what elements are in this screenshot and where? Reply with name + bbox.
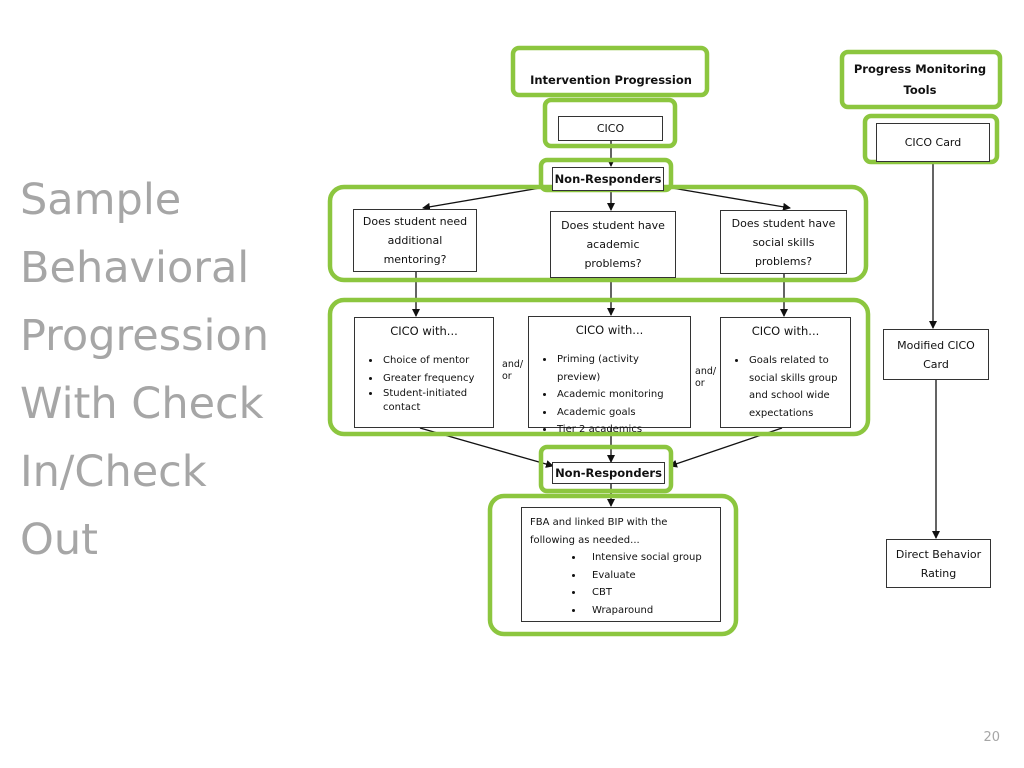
list-item: Tier 2 academics [555, 421, 682, 439]
fba-bip-intro: FBA and linked BIP with the following as… [530, 517, 668, 546]
option-mentoring-box: CICO with... Choice of mentor Greater fr… [354, 317, 494, 428]
frame-fba-bip [487, 493, 739, 637]
cico-box: CICO [558, 116, 663, 141]
and-or-label-1: and/ or [502, 359, 524, 382]
frame-intervention-header [510, 45, 710, 98]
non-responders-box-1: Non-Responders [552, 167, 664, 191]
list-item: Academic monitoring [555, 386, 682, 404]
list-item: Goals related to social skills group and… [747, 352, 842, 422]
list-item: Priming (activity preview) [555, 351, 682, 386]
progress-monitoring-tools-label: Progress Monitoring Tools [853, 62, 987, 97]
question-social-skills-box: Does student have social skills problems… [720, 210, 847, 274]
question-academic-box: Does student have academic problems? [550, 211, 676, 278]
and-or-label-2: and/ or [695, 366, 717, 389]
slide-title: Sample Behavioral Progression With Check… [20, 166, 310, 574]
progress-monitoring-tools-header: Progress Monitoring Tools [848, 58, 992, 102]
intervention-progression-header: Intervention Progression [518, 66, 704, 94]
fba-bip-box: FBA and linked BIP with the following as… [521, 507, 721, 622]
frame-tools-header [839, 49, 1003, 110]
non-responders-label-1: Non-Responders [554, 171, 662, 186]
option-social-skills-list: Goals related to social skills group and… [729, 352, 842, 422]
frame-cico [542, 97, 678, 149]
frame-non-responders-2 [538, 444, 674, 494]
cico-card-box: CICO Card [876, 123, 990, 162]
cico-card-label: CICO Card [904, 136, 962, 149]
option-mentoring-list: Choice of mentor Greater frequency Stude… [363, 352, 485, 415]
list-item: Intensive social group [584, 549, 712, 567]
arrow-nonresponders-to-q3 [671, 187, 791, 211]
modified-cico-card-label: Modified CICO Card [897, 338, 975, 371]
direct-behavior-rating-label: Direct Behavior Rating [895, 547, 982, 580]
non-responders-box-2: Non-Responders [552, 462, 665, 484]
list-item: Student-initiated contact [381, 387, 485, 415]
modified-cico-card-box: Modified CICO Card [883, 329, 989, 380]
option-academic-head: CICO with... [575, 323, 644, 337]
option-social-skills-box: CICO with... Goals related to social ski… [720, 317, 851, 428]
cico-label: CICO [596, 122, 625, 135]
list-item: Wraparound [584, 602, 712, 620]
frame-cico-card [862, 113, 1000, 165]
title-line-5: In/Check [20, 447, 207, 497]
direct-behavior-rating-box: Direct Behavior Rating [886, 539, 991, 588]
title-line-1: Sample [20, 175, 182, 225]
intervention-progression-label: Intervention Progression [530, 72, 692, 87]
list-item: CBT [584, 584, 712, 602]
option-social-skills-head: CICO with... [751, 324, 820, 338]
frame-options-row [327, 297, 871, 437]
title-line-6: Out [20, 515, 98, 565]
question-academic-label: Does student have academic problems? [561, 219, 665, 270]
list-item: Choice of mentor [381, 352, 485, 370]
option-mentoring-head: CICO with... [390, 324, 458, 338]
question-mentoring-label: Does student need additional mentoring? [362, 215, 468, 266]
list-item: Academic goals [555, 404, 682, 422]
option-academic-box: CICO with... Priming (activity preview) … [528, 316, 691, 435]
title-line-2: Behavioral [20, 243, 250, 293]
list-item: Greater frequency [381, 370, 485, 388]
title-line-4: With Check [20, 379, 264, 429]
arrow-nonresponders-to-q1 [422, 187, 541, 211]
title-line-3: Progression [20, 311, 270, 361]
slide-number: 20 [983, 730, 1000, 745]
fba-bip-list: Intensive social group Evaluate CBT Wrap… [530, 549, 712, 619]
option-academic-list: Priming (activity preview) Academic moni… [537, 351, 682, 439]
list-item: Evaluate [584, 567, 712, 585]
question-mentoring-box: Does student need additional mentoring? [353, 209, 477, 272]
question-social-skills-label: Does student have social skills problems… [731, 216, 836, 268]
non-responders-label-2: Non-Responders [555, 465, 662, 480]
